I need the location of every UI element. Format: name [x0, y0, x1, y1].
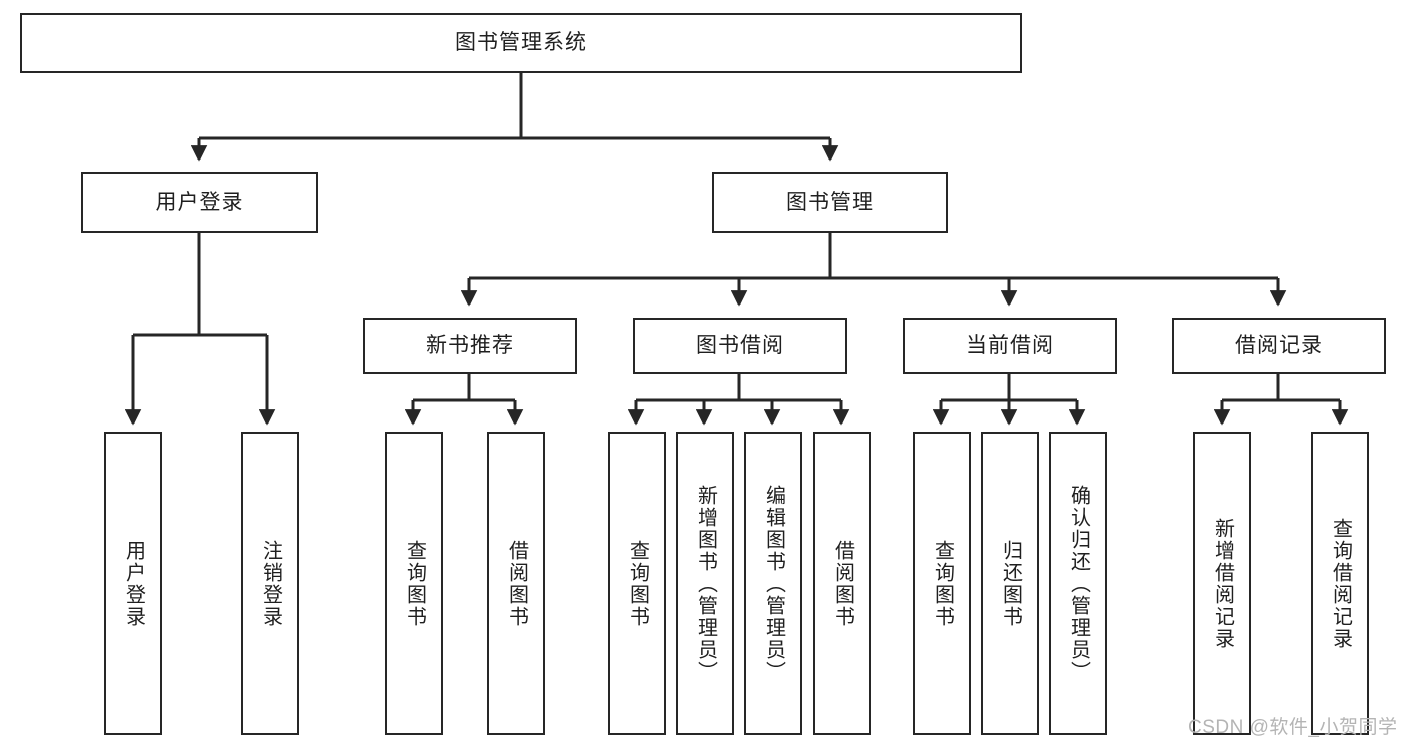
node-current-borrow-label: 当前借阅 — [966, 334, 1054, 358]
leaf-user-login[interactable]: 用户登录 — [104, 432, 162, 735]
leaf-query-book-borrow-label: 查询图书 — [626, 539, 649, 628]
node-borrow-record[interactable]: 借阅记录 — [1172, 318, 1386, 374]
leaf-return-book[interactable]: 归还图书 — [981, 432, 1039, 735]
leaf-logout-label: 注销登录 — [259, 539, 282, 628]
leaf-query-book-current[interactable]: 查询图书 — [913, 432, 971, 735]
node-book-management-label: 图书管理 — [786, 190, 874, 214]
leaf-add-borrow-record[interactable]: 新增借阅记录 — [1193, 432, 1251, 735]
watermark: CSDN @软件_小贺同学 — [1188, 717, 1398, 738]
leaf-borrow-book-recommend-label: 借阅图书 — [505, 539, 528, 628]
node-root-label: 图书管理系统 — [455, 31, 587, 55]
leaf-edit-book-admin-label: 编辑图书（管理员） — [762, 484, 785, 683]
node-book-borrow-label: 图书借阅 — [696, 334, 784, 358]
leaf-borrow-book-label: 借阅图书 — [831, 539, 854, 628]
leaf-edit-book-admin[interactable]: 编辑图书（管理员） — [744, 432, 802, 735]
leaf-user-login-label: 用户登录 — [122, 539, 145, 628]
leaf-query-book-current-label: 查询图书 — [931, 539, 954, 628]
leaf-query-book-recommend-label: 查询图书 — [403, 539, 426, 628]
leaf-add-book-admin[interactable]: 新增图书（管理员） — [676, 432, 734, 735]
leaf-query-borrow-record-label: 查询借阅记录 — [1329, 517, 1352, 650]
leaf-add-borrow-record-label: 新增借阅记录 — [1211, 517, 1234, 650]
node-new-book-recommend[interactable]: 新书推荐 — [363, 318, 577, 374]
node-user-login[interactable]: 用户登录 — [81, 172, 318, 233]
node-borrow-record-label: 借阅记录 — [1235, 334, 1323, 358]
node-user-login-label: 用户登录 — [155, 190, 244, 214]
leaf-confirm-return-admin-label: 确认归还（管理员） — [1067, 484, 1090, 683]
node-root[interactable]: 图书管理系统 — [20, 13, 1022, 73]
node-book-borrow[interactable]: 图书借阅 — [633, 318, 847, 374]
leaf-return-book-label: 归还图书 — [999, 539, 1022, 628]
node-current-borrow[interactable]: 当前借阅 — [903, 318, 1117, 374]
leaf-confirm-return-admin[interactable]: 确认归还（管理员） — [1049, 432, 1107, 735]
leaf-query-book-recommend[interactable]: 查询图书 — [385, 432, 443, 735]
node-book-management[interactable]: 图书管理 — [712, 172, 948, 233]
node-new-book-recommend-label: 新书推荐 — [426, 334, 514, 358]
leaf-borrow-book[interactable]: 借阅图书 — [813, 432, 871, 735]
leaf-query-book-borrow[interactable]: 查询图书 — [608, 432, 666, 735]
leaf-add-book-admin-label: 新增图书（管理员） — [694, 484, 717, 683]
leaf-borrow-book-recommend[interactable]: 借阅图书 — [487, 432, 545, 735]
leaf-logout[interactable]: 注销登录 — [241, 432, 299, 735]
leaf-query-borrow-record[interactable]: 查询借阅记录 — [1311, 432, 1369, 735]
